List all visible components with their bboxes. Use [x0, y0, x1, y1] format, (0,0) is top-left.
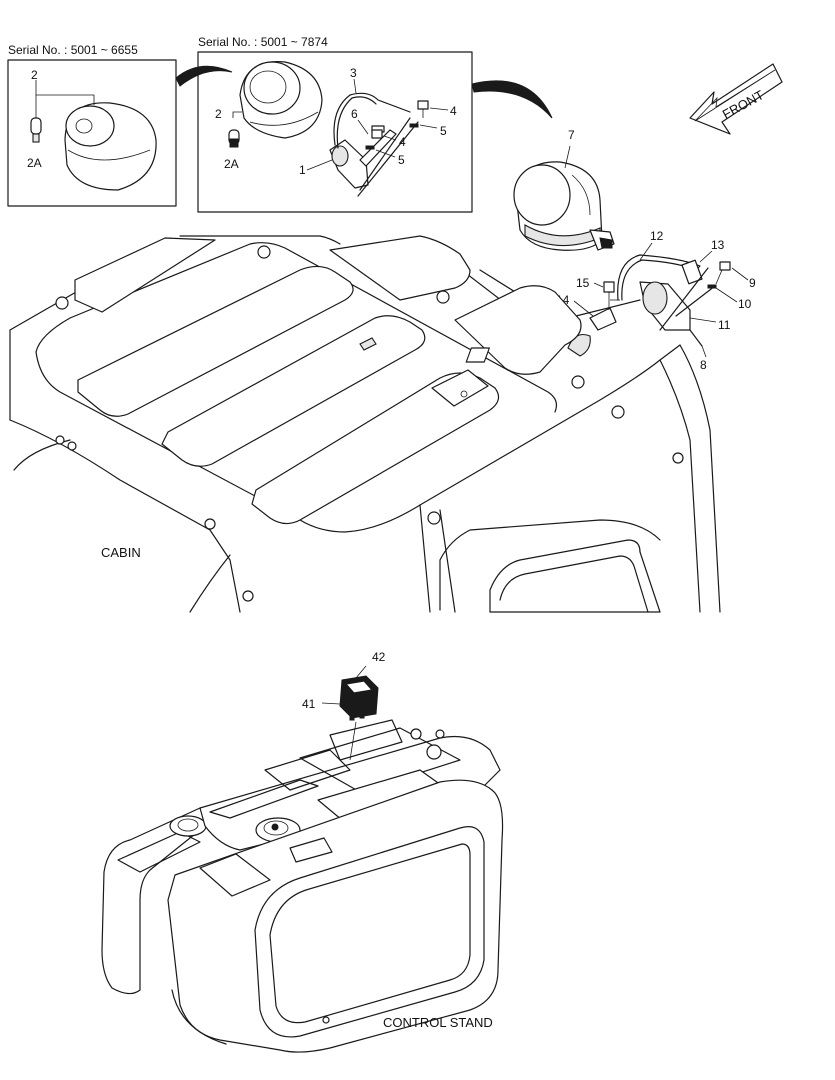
rocker-switch — [339, 675, 379, 721]
callout-2a-left: 2A — [27, 156, 42, 170]
roof-peg — [55, 245, 684, 602]
front-arrow: FRONT — [689, 63, 783, 135]
callout-11: 11 — [718, 318, 731, 332]
callout-5-bottom: 5 — [398, 153, 405, 167]
beacon-bracket — [329, 92, 419, 197]
callout-7: 7 — [568, 128, 575, 142]
callout-4-bottom: 4 — [399, 135, 406, 149]
callout-13: 13 — [711, 238, 725, 252]
callout-2a-right: 2A — [224, 157, 239, 171]
callout-1: 1 — [299, 163, 306, 177]
beacon-lens-right — [239, 61, 323, 139]
cabin-label: CABIN — [101, 545, 141, 560]
callout-2-right: 2 — [215, 107, 222, 121]
bulb-icon — [30, 112, 42, 143]
callout-3: 3 — [350, 66, 357, 80]
callout-6: 6 — [351, 107, 358, 121]
control-stand: 42 41 CONTROL STAND — [101, 650, 504, 1053]
serial-box-left: Serial No. : 5001 ~ 6655 2 2A — [7, 43, 233, 207]
callout-41: 41 — [302, 697, 316, 711]
serial-box-right: Serial No. : 5001 ~ 7874 — [197, 35, 553, 213]
callout-15: 15 — [576, 276, 590, 290]
serial-label-left: Serial No. : 5001 ~ 6655 — [8, 43, 138, 57]
callout-8: 8 — [700, 358, 707, 372]
callout-9: 9 — [749, 276, 756, 290]
beacon-assembly: 7 12 13 9 10 15 14 11 8 — [513, 128, 756, 372]
cabin-roof: CABIN — [9, 235, 721, 613]
control-stand-label: CONTROL STAND — [383, 1015, 493, 1030]
bolt-icon — [365, 100, 429, 150]
callout-12: 12 — [650, 229, 664, 243]
callout-2-left: 2 — [31, 68, 38, 82]
callout-10: 10 — [738, 297, 752, 311]
callout-5-top: 5 — [440, 124, 447, 138]
beacon-lens-left — [64, 102, 157, 191]
serial-label-right: Serial No. : 5001 ~ 7874 — [198, 35, 328, 49]
bulb-icon — [228, 129, 240, 148]
callout-4-top: 4 — [450, 104, 457, 118]
callout-42: 42 — [372, 650, 386, 664]
beacon-lamp — [513, 161, 615, 251]
